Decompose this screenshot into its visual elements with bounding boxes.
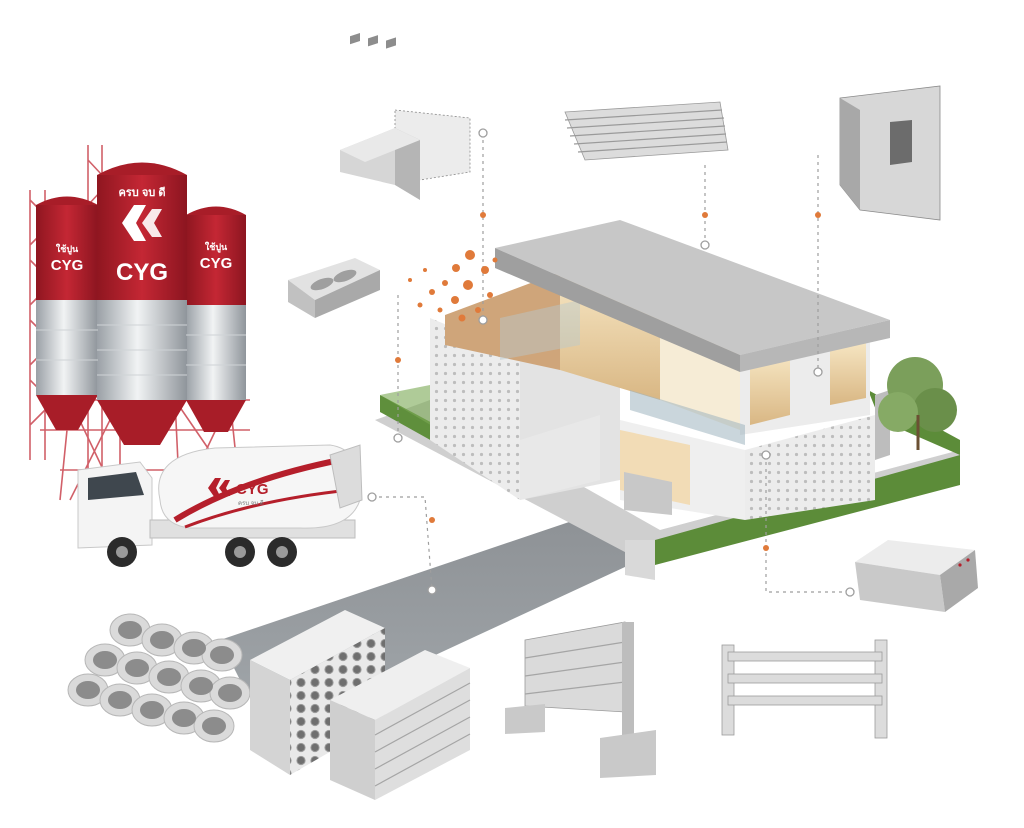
truck-logo-icon xyxy=(208,478,230,498)
u-drain-block-icon xyxy=(288,258,380,318)
concrete-pipe-icon xyxy=(67,613,251,743)
truck-sub-text: ครบ จบ ดี xyxy=(238,499,264,507)
fence-frame-icon xyxy=(721,639,888,739)
precast-wall-panel-icon xyxy=(839,85,941,221)
concrete-mixer-truck: CYG ครบ จบ ดี xyxy=(77,444,363,567)
hollow-block-icon xyxy=(340,33,471,200)
silo-right-brand-text: CYG xyxy=(200,255,233,272)
hollow-core-slab-icon xyxy=(250,610,471,800)
truck-brand-text: CYG xyxy=(236,481,269,498)
concrete-plank-stack-icon xyxy=(564,101,729,161)
silo-center-brand-text: CYG xyxy=(116,259,168,286)
tree xyxy=(878,357,957,450)
precast-column-icon xyxy=(855,540,978,612)
concrete-fence-icon xyxy=(505,621,656,778)
silo-right-side-text: ใช้ปูน xyxy=(205,241,228,253)
cement-silos: ครบ จบ ดี CYG ใช้ปูน CYG ใช้ปูน CYG xyxy=(29,145,250,506)
modern-house xyxy=(375,220,960,580)
silo-center xyxy=(36,162,246,445)
connector-dots xyxy=(367,128,855,597)
connector-lines xyxy=(372,133,850,593)
truck-wheels xyxy=(107,537,297,567)
silo-right xyxy=(186,206,246,432)
spark-dots xyxy=(408,250,498,322)
silo-left-brand-text: CYG xyxy=(51,257,84,274)
silo-left xyxy=(36,196,98,430)
silo-left-side-text: ใช้ปูน xyxy=(56,243,79,255)
silo-logo-icon xyxy=(122,205,162,241)
silo-top-text: ครบ จบ ดี xyxy=(119,186,166,199)
